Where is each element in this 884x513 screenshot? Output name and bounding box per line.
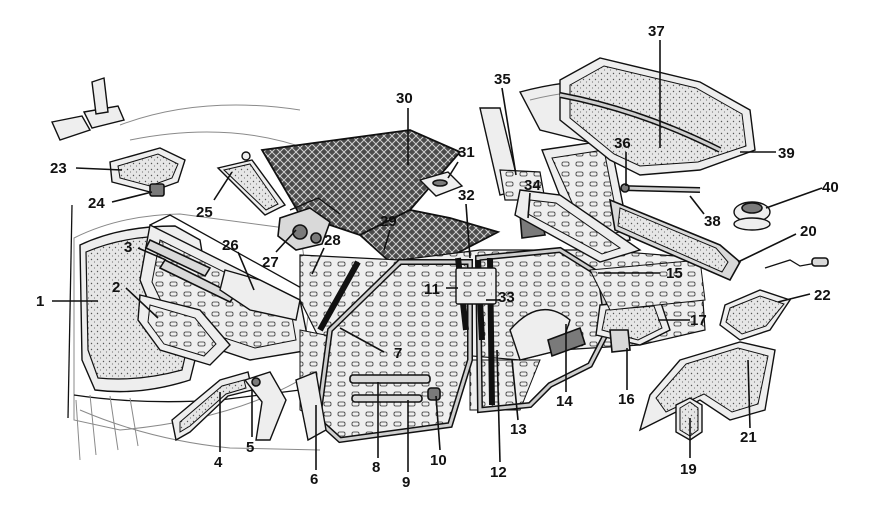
callout-4: 4 bbox=[214, 454, 223, 471]
callout-31: 31 bbox=[458, 144, 475, 161]
callout-26: 26 bbox=[222, 237, 239, 254]
callout-28: 28 bbox=[324, 232, 341, 249]
door-trim-strips bbox=[349, 374, 441, 403]
callout-8: 8 bbox=[372, 459, 380, 476]
callout-35: 35 bbox=[494, 71, 511, 88]
callout-14: 14 bbox=[556, 393, 573, 410]
part-22-bracket bbox=[719, 289, 792, 341]
part-40-plug bbox=[733, 201, 771, 231]
callout-30: 30 bbox=[396, 90, 413, 107]
callout-20: 20 bbox=[800, 223, 817, 240]
air-intake-grille bbox=[137, 294, 231, 366]
callout-10: 10 bbox=[430, 452, 447, 469]
callout-15: 15 bbox=[666, 265, 683, 282]
callout-36: 36 bbox=[614, 135, 631, 152]
callout-38: 38 bbox=[704, 213, 721, 230]
small-pads-top-left bbox=[51, 77, 125, 141]
callout-9: 9 bbox=[402, 474, 410, 491]
callout-27: 27 bbox=[262, 254, 279, 271]
part-21-wheelhouse bbox=[638, 341, 776, 432]
part-37-39-rear-trim bbox=[559, 57, 756, 176]
callout-39: 39 bbox=[778, 145, 795, 162]
callout-16: 16 bbox=[618, 391, 635, 408]
callout-5: 5 bbox=[246, 439, 254, 456]
part-26-panel bbox=[219, 269, 301, 321]
callout-7: 7 bbox=[394, 345, 402, 362]
part-20-rod bbox=[764, 257, 829, 269]
part-4-fender-liner bbox=[171, 371, 253, 442]
part-36-38-strip bbox=[620, 183, 701, 193]
callout-6: 6 bbox=[310, 471, 318, 488]
callout-11: 11 bbox=[424, 281, 440, 298]
callout-33: 33 bbox=[498, 289, 515, 306]
callout-37: 37 bbox=[648, 23, 665, 40]
callout-2: 2 bbox=[112, 279, 120, 296]
callout-24: 24 bbox=[88, 195, 105, 212]
callout-1: 1 bbox=[36, 293, 44, 310]
cowl-seal-strip bbox=[144, 238, 237, 304]
part-31-dome-light bbox=[418, 171, 464, 197]
part-24-clip bbox=[149, 183, 165, 197]
callout-19: 19 bbox=[680, 461, 697, 478]
part-5-fender-liner bbox=[243, 371, 287, 441]
callout-13: 13 bbox=[510, 421, 527, 438]
leaders bbox=[52, 40, 823, 472]
b-pillar-seals bbox=[455, 257, 497, 341]
callout-3: 3 bbox=[124, 239, 132, 256]
part-19-pad bbox=[675, 397, 703, 441]
callout-34: 34 bbox=[524, 177, 541, 194]
callout-32: 32 bbox=[458, 187, 475, 204]
callout-23: 23 bbox=[50, 160, 67, 177]
callout-29: 29 bbox=[380, 213, 397, 230]
callout-22: 22 bbox=[814, 287, 831, 304]
rear-door-seal bbox=[474, 246, 612, 414]
part-27-28-mechanism bbox=[277, 197, 341, 251]
part-6-rocker-cover bbox=[295, 371, 327, 442]
part-16-bracket bbox=[609, 329, 631, 353]
part-23-pad bbox=[109, 147, 186, 193]
callout-12: 12 bbox=[490, 464, 507, 481]
callout-40: 40 bbox=[822, 179, 839, 196]
part-25-visor bbox=[216, 151, 287, 216]
callout-17: 17 bbox=[690, 312, 707, 329]
callout-labels: 1 2 3 4 5 6 7 8 9 10 11 12 13 14 15 16 1… bbox=[36, 23, 839, 491]
callout-21: 21 bbox=[740, 429, 757, 446]
callout-25: 25 bbox=[196, 204, 213, 221]
